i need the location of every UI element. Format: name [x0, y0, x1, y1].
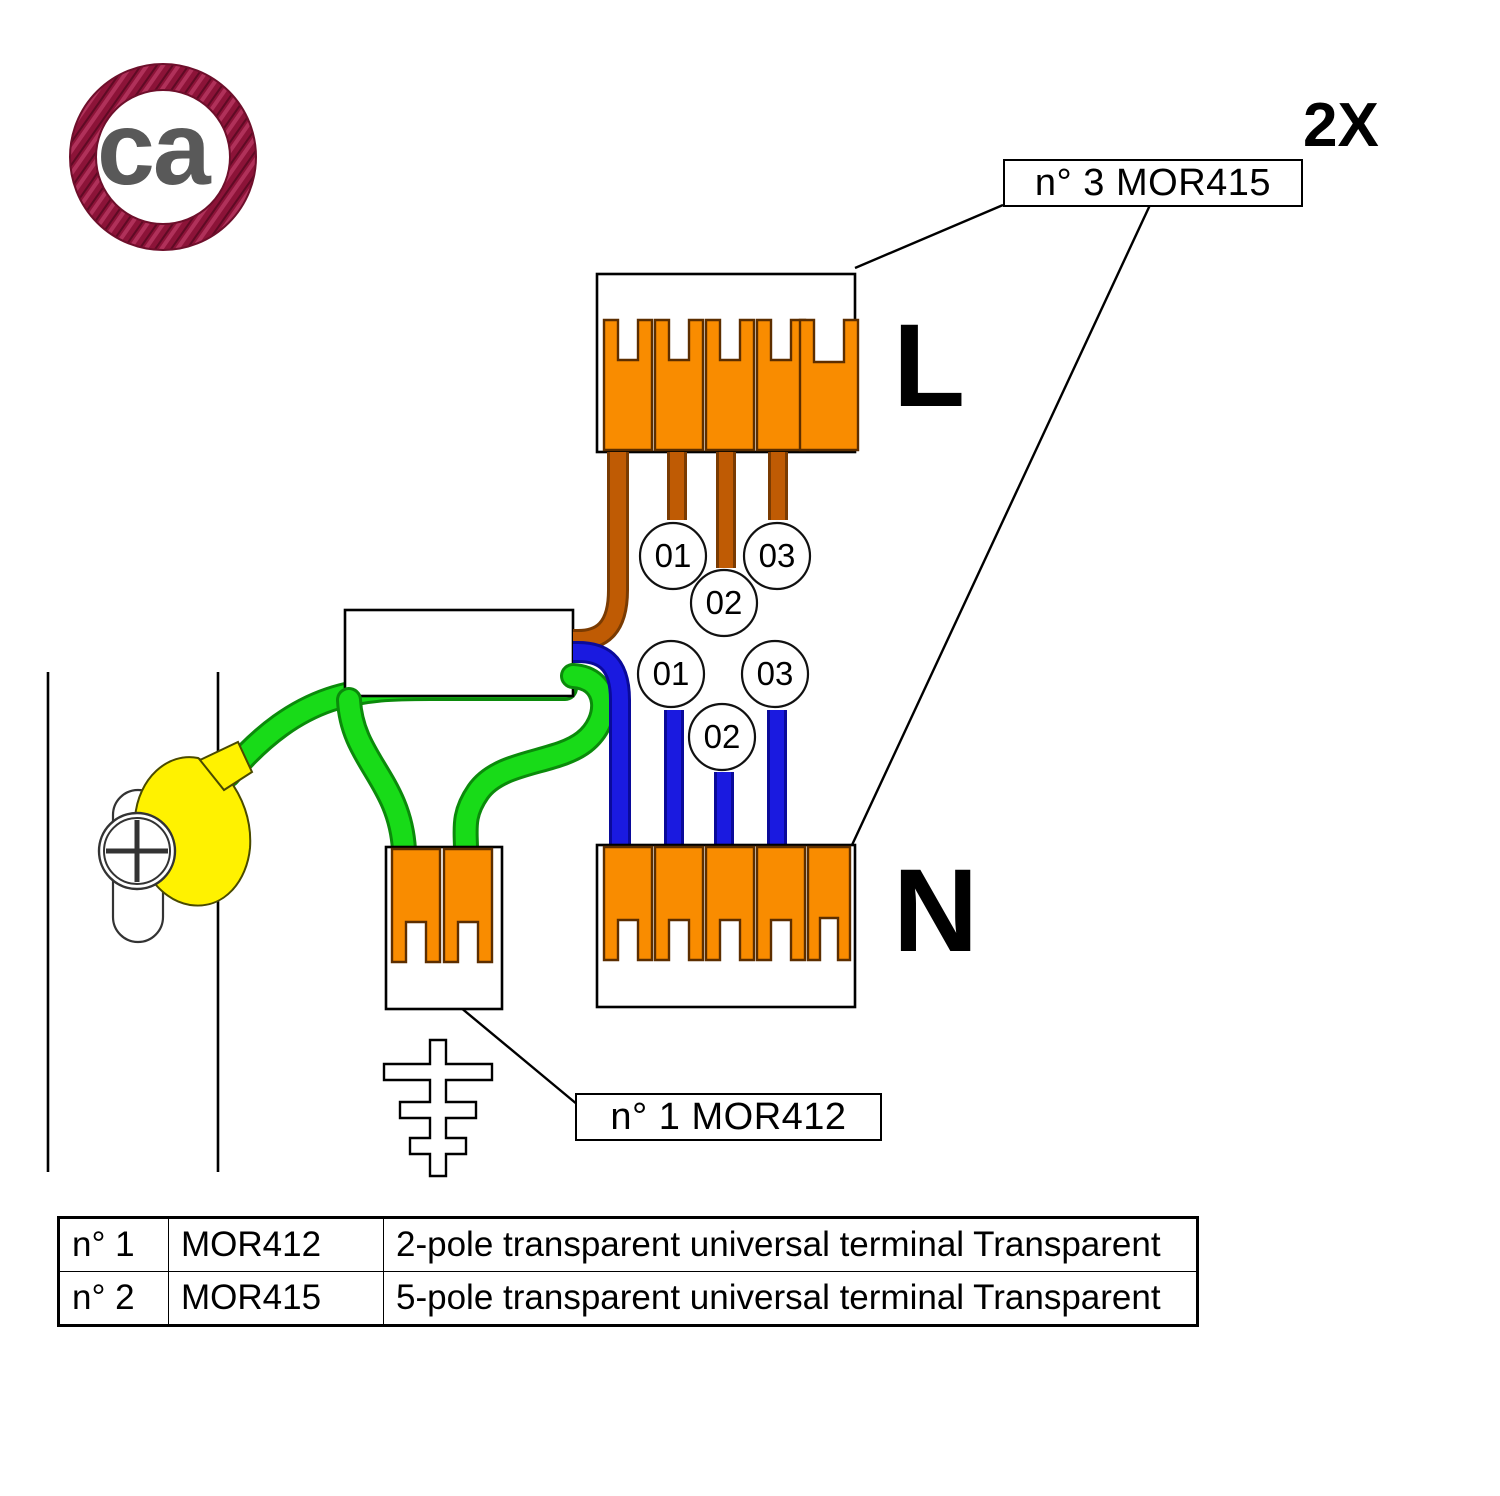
marker-live-03	[742, 521, 812, 591]
phase-label-live: L	[893, 300, 966, 432]
lever-neutral-2	[653, 845, 705, 962]
lever-live-4	[755, 318, 807, 452]
callout-leader-lines	[459, 203, 1152, 1106]
marker-neutral-02	[687, 702, 757, 772]
callout-mor412-box[interactable]: n° 1 MOR412	[575, 1093, 882, 1141]
lever-neutral-3	[704, 845, 756, 962]
marker-live-02-text: 02	[706, 584, 743, 621]
live-wire-markers: 01 03 02	[638, 521, 812, 638]
marker-live-02	[689, 568, 759, 638]
lever-live-5	[798, 318, 860, 452]
legend-ref: n° 2	[59, 1271, 169, 1325]
live-levers	[602, 318, 860, 452]
neutral-levers	[602, 845, 852, 962]
marker-neutral-03	[740, 639, 810, 709]
junction-box	[343, 608, 575, 698]
earth-ground-symbol	[382, 1038, 494, 1178]
marker-neutral-01	[636, 639, 706, 709]
lever-live-1	[602, 318, 654, 452]
marker-live-01-text: 01	[655, 537, 692, 574]
lever-earth-1	[390, 847, 442, 964]
neutral-wire-markers: 01 03 02	[636, 639, 810, 772]
leader-line-mor412	[459, 1006, 579, 1106]
terminal-block-live[interactable]	[595, 272, 860, 454]
leader-line-live	[854, 203, 1004, 270]
marker-neutral-01-text: 01	[653, 655, 690, 692]
lever-live-3	[704, 318, 756, 452]
marker-live-01	[638, 521, 708, 591]
quantity-multiplier: 2X	[1303, 91, 1379, 160]
phase-label-neutral: N	[893, 845, 979, 977]
lever-neutral-1	[602, 845, 654, 962]
logo-text: ca	[97, 91, 211, 207]
neutral-wires-blue	[573, 641, 787, 845]
marker-neutral-03-text: 03	[757, 655, 794, 692]
earth-levers	[390, 847, 494, 964]
legend-row-2: n° 2 MOR415 5-pole transparent universal…	[59, 1271, 1197, 1325]
callout-mor415-box[interactable]: n° 3 MOR415	[1003, 159, 1303, 207]
marker-neutral-02-text: 02	[704, 718, 741, 755]
terminal-block-earth[interactable]	[384, 845, 504, 1011]
legend-table: n° 1 MOR412 2-pole transparent universal…	[57, 1216, 1199, 1327]
legend-ref: n° 1	[59, 1218, 169, 1272]
live-wires-brown	[573, 452, 788, 651]
ring-terminal-lug	[97, 740, 254, 907]
marker-live-03-text: 03	[759, 537, 796, 574]
legend-desc: 5-pole transparent universal terminal Tr…	[383, 1271, 1197, 1325]
legend-code: MOR415	[168, 1271, 384, 1325]
leader-line-neutral	[850, 204, 1152, 846]
legend-code: MOR412	[168, 1218, 384, 1272]
lever-neutral-5	[806, 845, 852, 962]
lever-earth-2	[442, 847, 494, 964]
legend-desc: 2-pole transparent universal terminal Tr…	[383, 1218, 1197, 1272]
logo-rope-circle	[70, 64, 256, 250]
earth-wire-branches	[336, 663, 617, 863]
lever-neutral-4	[755, 845, 807, 962]
legend-row-1: n° 1 MOR412 2-pole transparent universal…	[59, 1218, 1197, 1272]
terminal-block-neutral[interactable]	[595, 843, 857, 1009]
lever-live-2	[653, 318, 705, 452]
